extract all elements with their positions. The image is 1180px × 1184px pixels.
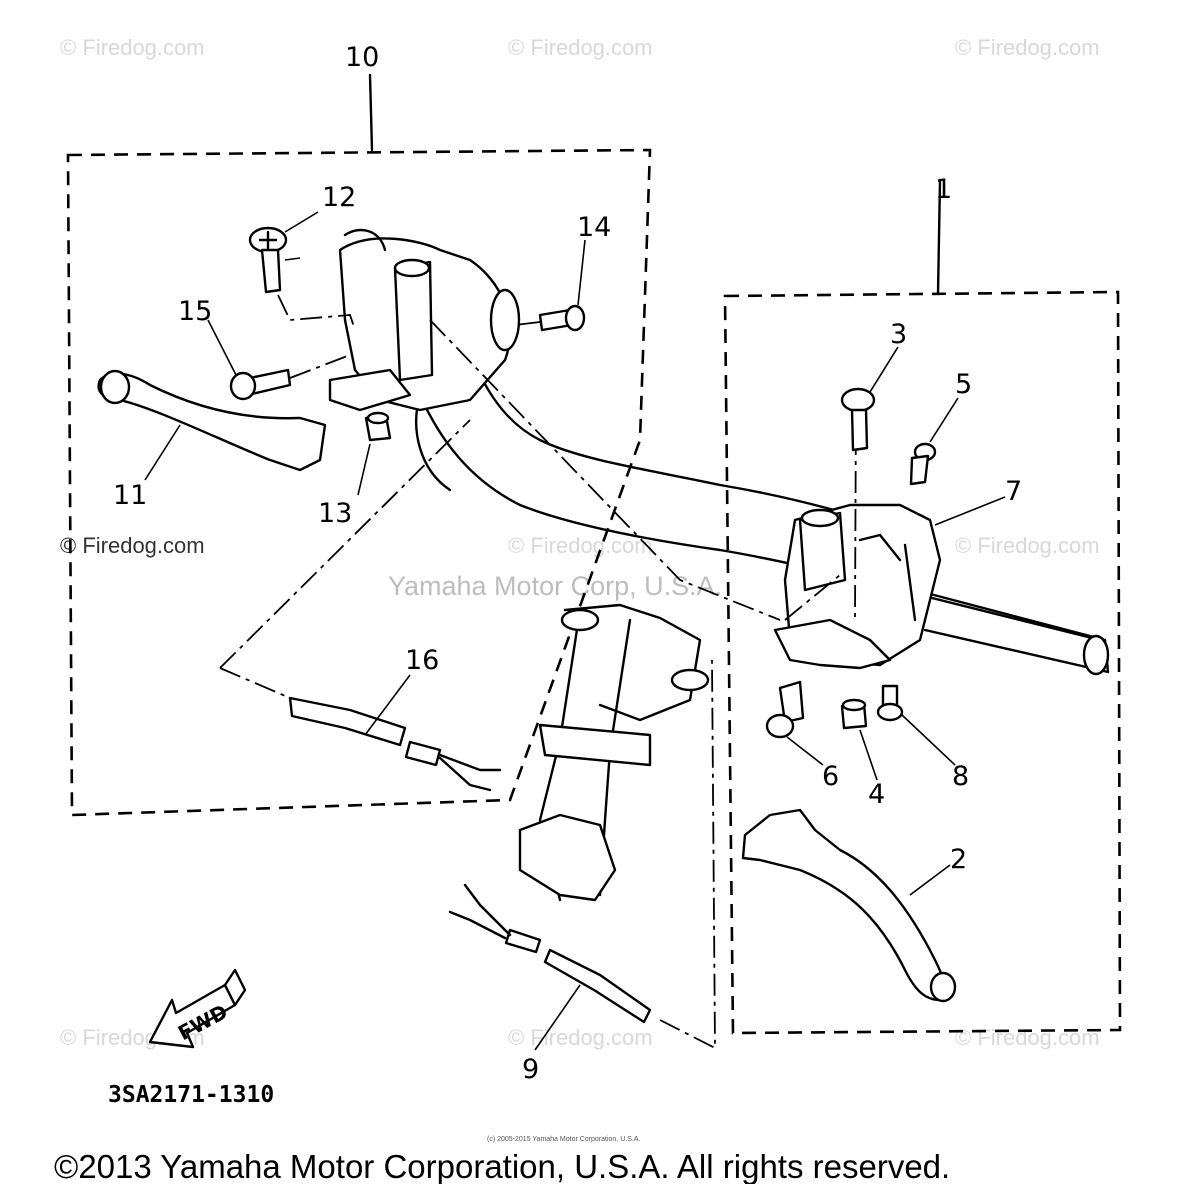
clutch-switch-16 [288,696,502,792]
callout-9: 9 [522,1054,539,1085]
screw-3 [840,387,876,452]
assembly-line [429,319,781,621]
fwd-arrow: FWD [148,968,247,1049]
callout-15: 15 [178,296,212,327]
callout-5: 5 [955,369,972,400]
diagram-code: 3SA2171-1310 [108,1082,274,1108]
watermark-text: © Firedog.com [955,35,1100,60]
callout-16: 16 [405,645,439,676]
leader-1 [936,178,942,296]
leader-10 [368,73,374,152]
watermark-text: © Firedog.com [955,533,1100,558]
assembly-line [784,574,841,621]
callout-7: 7 [1005,476,1022,507]
right-assembly-box [723,290,1122,1035]
watermark-text: © Firedog.com [955,1025,1100,1050]
watermark-text: © Firedog.com [508,533,653,558]
callout-labels: 1 2 3 4 5 6 7 8 9 10 11 12 13 14 15 16 [113,42,1022,1085]
leader-lines [144,211,1006,1051]
callout-11: 11 [113,480,147,511]
callout-12: 12 [322,182,356,213]
callout-10: 10 [345,42,379,73]
callout-14: 14 [577,212,611,243]
left-lever-holder [328,228,521,412]
bolt-6 [765,680,805,739]
left-lever [97,369,327,472]
callout-13: 13 [318,498,352,529]
callout-8: 8 [952,761,969,792]
assembly-line [219,667,291,699]
right-lever-holder [773,394,942,670]
watermark-text: © Firedog.com [508,1025,653,1050]
watermark-text-dark: © Firedog.com [60,533,205,558]
callout-1: 1 [935,174,952,205]
assembly-line [659,659,716,1050]
assembly-line [219,419,471,669]
screw-12 [248,226,356,331]
watermark-text: © Firedog.com [60,35,205,60]
copyright-footer: ©2013 Yamaha Motor Corporation, U.S.A. A… [54,1148,950,1184]
nut-13 [364,411,392,442]
callout-6: 6 [822,761,839,792]
screw-5 [909,442,937,486]
callout-3: 3 [890,319,907,350]
callout-4: 4 [868,779,885,810]
tiny-notice: (c) 2005-2015 Yamaha Motor Corporation, … [487,1136,640,1143]
bolt-15 [229,354,351,401]
right-lever [741,808,957,1003]
screw-8 [876,684,904,722]
handlebar [415,338,1110,676]
screw-14 [514,304,586,332]
nut-4 [840,698,868,730]
brake-switch-9 [448,883,652,1024]
callout-2: 2 [950,844,967,875]
fork-bracket [518,603,710,902]
center-watermark: Yamaha Motor Corp, U.S.A. [388,571,722,601]
watermark-text: © Firedog.com [508,35,653,60]
